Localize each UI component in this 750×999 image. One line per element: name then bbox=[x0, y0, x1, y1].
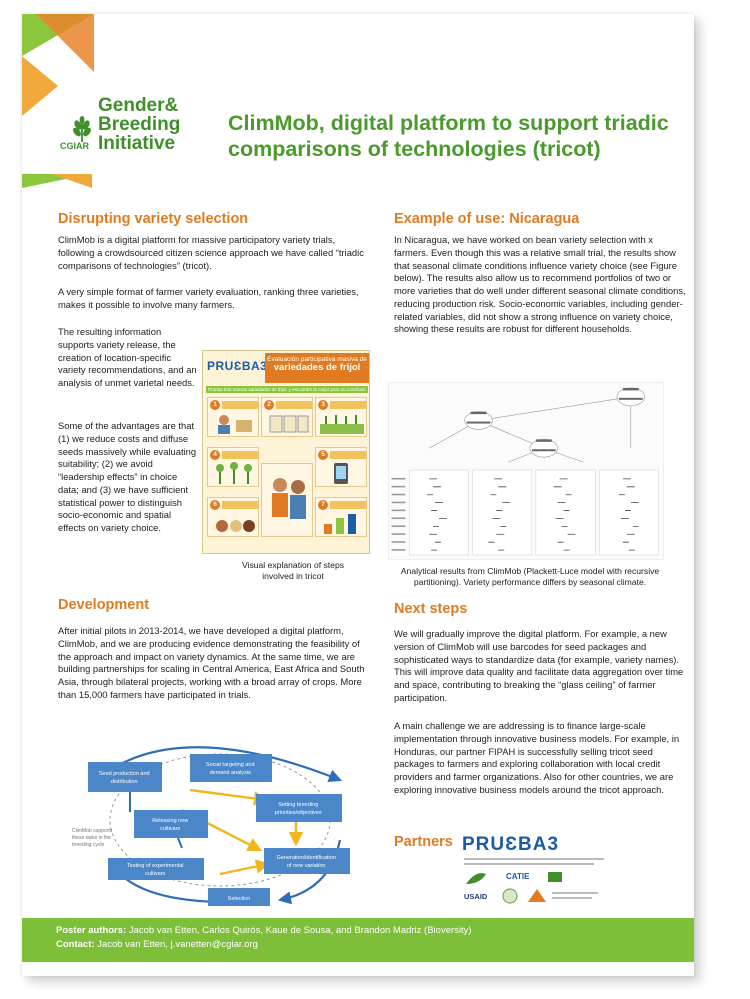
harvest-illustration bbox=[216, 520, 255, 532]
logo-tagline bbox=[464, 863, 594, 865]
step-label-bar bbox=[222, 451, 258, 459]
cycle-box bbox=[134, 810, 208, 838]
step-cell-farmers bbox=[261, 463, 313, 537]
decor-triangle bbox=[22, 56, 58, 116]
step-label-bar bbox=[276, 401, 312, 409]
plants-illustration bbox=[216, 462, 252, 484]
next-paragraph-1: We will gradually improve the digital pl… bbox=[394, 628, 684, 703]
cycle-label-social: Social targeting and bbox=[206, 762, 255, 768]
cycle-label-generation: Generation/identification bbox=[277, 855, 336, 861]
prueba3-logo: PRUƐBA3 bbox=[207, 359, 268, 373]
partner-name-line bbox=[552, 897, 592, 899]
example-paragraph: In Nicaragua, we have worked on bean var… bbox=[394, 234, 686, 335]
cgiar-label: CGIAR bbox=[60, 141, 89, 151]
banner-small: Evaluación participativa masiva de bbox=[267, 356, 367, 363]
cycle-box bbox=[108, 858, 204, 880]
cycle-label-testing: Testing of experimental bbox=[127, 863, 184, 869]
infographic-banner: Evaluación participativa masiva de varie… bbox=[265, 353, 369, 383]
seed-packet-illustration bbox=[269, 415, 309, 433]
authors-text: Jacob van Etten, Carlos Quirós, Kaue de … bbox=[128, 925, 472, 936]
wheat-icon bbox=[73, 116, 91, 142]
gender-breeding-logo: Gender& Breeding Initiative CGIAR bbox=[58, 96, 220, 158]
poster: Gender& Breeding Initiative CGIAR ClimMo… bbox=[22, 14, 694, 976]
step-label-bar bbox=[330, 451, 366, 459]
step-cell: 7 bbox=[315, 497, 367, 537]
step-label-bar bbox=[222, 401, 258, 409]
cycle-label-setting: Setting breeding bbox=[278, 802, 318, 808]
step-label-bar bbox=[222, 501, 258, 509]
recursive-partition-tree bbox=[388, 382, 664, 560]
phone-illustration bbox=[334, 463, 348, 484]
partner-logos: PRUƐBA3 CATIE USAID bbox=[460, 834, 610, 908]
step-cell: 5 bbox=[315, 447, 367, 487]
tricot-infographic: PRUƐBA3 Evaluación participativa masiva … bbox=[202, 350, 370, 554]
step-number: 1 bbox=[210, 400, 220, 410]
step-cell: 1 bbox=[207, 397, 259, 437]
catie-logo: CATIE bbox=[506, 872, 530, 881]
step-number: 3 bbox=[318, 400, 328, 410]
footer-contact-row: Contact: Jacob van Etten, j.vanetten@cgi… bbox=[56, 938, 694, 952]
svg-text:Seed production and dist: Seed production and distribution Social … bbox=[99, 762, 338, 902]
step-cell: 3 bbox=[315, 397, 367, 437]
step-cell: 2 bbox=[261, 397, 313, 437]
decor-triangle bbox=[52, 174, 92, 188]
disrupting-paragraph-3: The resulting information supports varie… bbox=[58, 326, 197, 389]
banner-big: variedades de frijol bbox=[273, 362, 361, 374]
logo-line-2: Breeding bbox=[98, 114, 181, 135]
tree-caption: Analytical results from ClimMob (Placket… bbox=[400, 566, 660, 588]
step-label-bar bbox=[330, 501, 366, 509]
cycle-box bbox=[88, 762, 162, 792]
farmer-illustration bbox=[218, 415, 252, 434]
cycle-box bbox=[264, 848, 350, 874]
leaf-logo-icon bbox=[466, 873, 486, 884]
heading-partners: Partners bbox=[394, 834, 453, 850]
step-number: 5 bbox=[318, 450, 328, 460]
step-cell: 6 bbox=[207, 497, 259, 537]
contact-label: Contact: bbox=[56, 939, 95, 951]
step-number: 4 bbox=[210, 450, 220, 460]
prueba3-partner-logo: PRUƐBA3 bbox=[462, 834, 560, 855]
development-paragraph: After initial pilots in 2013-2014, we ha… bbox=[58, 625, 365, 700]
heading-development: Development bbox=[58, 597, 150, 613]
step-number: 7 bbox=[318, 500, 328, 510]
logo-tagline bbox=[464, 858, 604, 860]
cycle-note: ClimMob supports bbox=[72, 828, 113, 834]
step-number: 2 bbox=[264, 400, 274, 410]
footer-authors-row: Poster authors: Jacob van Etten, Carlos … bbox=[56, 924, 694, 938]
disrupting-paragraph-4: Some of the advantages are that (1) we r… bbox=[58, 420, 197, 534]
contact-text: Jacob van Etten, j.vanetten@cgiar.org bbox=[97, 939, 258, 951]
logo-line-1: Gender& bbox=[98, 95, 179, 116]
infographic-subtitle: Prueba tres nuevas variedades de frijol,… bbox=[206, 386, 368, 393]
field-illustration bbox=[320, 415, 364, 434]
results-illustration bbox=[324, 514, 356, 534]
next-paragraph-2: A main challenge we are addressing is to… bbox=[394, 720, 680, 795]
step-label-bar bbox=[330, 401, 366, 409]
heading-next-steps: Next steps bbox=[394, 601, 468, 617]
cycle-box bbox=[190, 754, 272, 782]
partner-logo-icon bbox=[548, 872, 562, 882]
breeding-cycle-diagram: Seed production and distribution Social … bbox=[72, 746, 350, 906]
footer: Poster authors: Jacob van Etten, Carlos … bbox=[22, 918, 694, 962]
disrupting-paragraph-1: ClimMob is a digital platform for massiv… bbox=[58, 234, 364, 271]
partner-emblem-icon bbox=[528, 889, 546, 902]
svg-text:ClimMob supports these t: ClimMob supports these tasks in the bree… bbox=[72, 828, 114, 848]
step-cell: 4 bbox=[207, 447, 259, 487]
step-number: 6 bbox=[210, 500, 220, 510]
disrupting-paragraph-2: A very simple format of farmer variety e… bbox=[58, 286, 359, 310]
infographic-caption: Visual explanation of steps involved in … bbox=[241, 560, 345, 582]
partner-name-line bbox=[552, 892, 598, 894]
cycle-box bbox=[256, 794, 342, 822]
cycle-box bbox=[208, 888, 270, 906]
usaid-logo: USAID bbox=[464, 892, 488, 901]
farmers-illustration bbox=[272, 478, 306, 519]
heading-disrupting: Disrupting variety selection bbox=[58, 211, 249, 227]
heading-example: Example of use: Nicaragua bbox=[394, 211, 580, 227]
logo-line-3: Initiative bbox=[98, 133, 176, 154]
cycle-label-releasing: Releasing new bbox=[152, 818, 188, 824]
cycle-label-seed: Seed production and bbox=[99, 771, 150, 777]
authors-label: Poster authors: bbox=[56, 925, 127, 936]
poster-title: ClimMob, digital platform to support tri… bbox=[228, 111, 669, 162]
partner-seal-icon bbox=[502, 888, 518, 904]
cycle-label-selection: Selection bbox=[228, 896, 251, 902]
